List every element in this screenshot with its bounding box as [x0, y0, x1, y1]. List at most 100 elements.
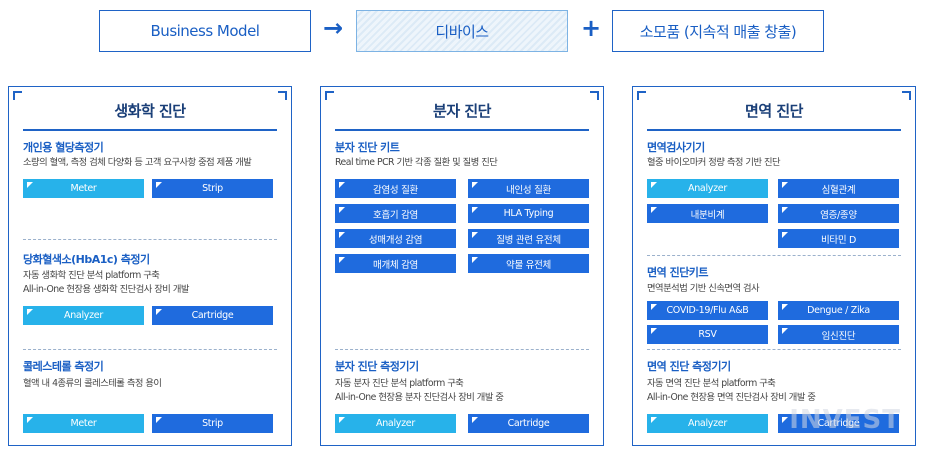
- chip-disease-genome: 질병 관련 유전체: [468, 229, 589, 248]
- device-box: 디바이스: [356, 10, 568, 52]
- flag-icon: [782, 207, 788, 213]
- chip-strip: Strip: [152, 179, 273, 198]
- flag-icon: [651, 207, 657, 213]
- chip-label: 염증/종양: [820, 209, 857, 221]
- chip-label: Strip: [202, 418, 223, 429]
- chip-label: 질병 관련 유전체: [496, 234, 561, 246]
- chip-analyzer: Analyzer: [647, 179, 768, 198]
- section-divider: [335, 349, 589, 350]
- chip-pregnancy: 임신진단: [778, 325, 899, 344]
- chip-analyzer: Analyzer: [647, 414, 768, 433]
- flag-icon: [472, 182, 478, 188]
- chip-label: 비타민 D: [820, 234, 857, 246]
- section-desc: 소량의 혈액, 측정 검체 다양화 등 고객 요구사항 중점 제품 개발: [23, 157, 252, 168]
- flag-icon: [472, 207, 478, 213]
- chip-cartridge: Cartridge: [152, 306, 273, 325]
- section-desc: Real time PCR 기반 각종 질환 및 질병 진단: [335, 157, 498, 168]
- business-model-label: Business Model: [150, 22, 260, 40]
- chip-vector-borne: 매개체 감염: [335, 254, 456, 273]
- section-title: 분자 진단 키트: [335, 141, 400, 154]
- section-divider: [647, 255, 901, 256]
- flag-icon: [27, 417, 33, 423]
- section-title: 당화혈색소(HbA1c) 측정기: [23, 253, 150, 266]
- chip-label: Strip: [202, 183, 223, 194]
- section-desc: 자동 분자 진단 분석 platform 구축: [335, 378, 464, 389]
- section-divider: [23, 239, 277, 240]
- chip-label: Analyzer: [376, 418, 415, 429]
- chip-label: 내분비계: [690, 209, 725, 221]
- section-desc: 자동 생화학 진단 분석 platform 구축: [23, 270, 160, 281]
- chip-endogenous: 내인성 질환: [468, 179, 589, 198]
- chip-label: HLA Typing: [503, 208, 554, 219]
- flag-icon: [782, 417, 788, 423]
- section-title: 면역검사기기: [647, 141, 705, 154]
- chip-meter: Meter: [23, 179, 144, 198]
- chip-label: 매개체 감염: [373, 259, 418, 271]
- panel-divider: [23, 129, 277, 131]
- chip-respiratory: 호흡기 감염: [335, 204, 456, 223]
- section-desc: 혈액 내 4종류의 콜레스테롤 측정 용이: [23, 378, 162, 389]
- flag-icon: [339, 182, 345, 188]
- arrow-right-icon: →: [323, 14, 344, 42]
- section-divider: [23, 349, 277, 350]
- flag-icon: [339, 417, 345, 423]
- chip-label: RSV: [698, 329, 717, 340]
- chip-cartridge: Cartridge: [468, 414, 589, 433]
- panel-biochemical: 생화학 진단 개인용 혈당측정기 소량의 혈액, 측정 검체 다양화 등 고객 …: [8, 86, 292, 446]
- section-divider: [647, 349, 901, 350]
- section-title: 면역 진단 측정기기: [647, 360, 731, 373]
- flag-icon: [782, 328, 788, 334]
- chip-label: 감염성 질환: [373, 184, 418, 196]
- chip-pharmacogenome: 약물 유전체: [468, 254, 589, 273]
- chip-label: 호흡기 감염: [373, 209, 418, 221]
- section-desc: All-in-One 현장용 면역 진단검사 장비 개발 중: [647, 392, 816, 403]
- panel-title: 생화학 진단: [114, 102, 186, 120]
- panel-divider: [335, 129, 589, 131]
- chip-label: COVID-19/Flu A&B: [666, 305, 749, 316]
- chip-label: 심혈관계: [821, 184, 856, 196]
- chip-label: Meter: [70, 183, 97, 194]
- chip-label: Meter: [70, 418, 97, 429]
- flag-icon: [651, 304, 657, 310]
- chip-sti: 성매개성 감염: [335, 229, 456, 248]
- chip-endocrine: 내분비계: [647, 204, 768, 223]
- section-title: 개인용 혈당측정기: [23, 141, 104, 154]
- consumables-label: 소모품 (지속적 매출 창출): [639, 22, 797, 41]
- chip-label: 약물 유전체: [506, 259, 551, 271]
- flag-icon: [156, 309, 162, 315]
- chip-cardio: 심혈관계: [778, 179, 899, 198]
- flag-icon: [339, 232, 345, 238]
- chip-analyzer: Analyzer: [335, 414, 456, 433]
- flag-icon: [27, 309, 33, 315]
- flag-icon: [339, 207, 345, 213]
- plus-icon: +: [581, 14, 602, 42]
- section-title: 콜레스테롤 측정기: [23, 360, 104, 373]
- flag-icon: [651, 328, 657, 334]
- chip-label: Analyzer: [688, 418, 727, 429]
- flag-icon: [472, 232, 478, 238]
- section-desc: All-in-One 현장용 생화학 진단검사 장비 개발: [23, 284, 189, 295]
- chip-label: 내인성 질환: [506, 184, 551, 196]
- flag-icon: [782, 232, 788, 238]
- flag-icon: [651, 417, 657, 423]
- chip-cartridge: Cartridge: [778, 414, 899, 433]
- panel-title: 분자 진단: [433, 102, 491, 120]
- section-desc: 면역분석법 기반 신속면역 검사: [647, 283, 760, 294]
- panel-molecular: 분자 진단 분자 진단 키트 Real time PCR 기반 각종 질환 및 …: [320, 86, 604, 446]
- flag-icon: [472, 417, 478, 423]
- chip-analyzer: Analyzer: [23, 306, 144, 325]
- flag-icon: [156, 182, 162, 188]
- flag-icon: [782, 182, 788, 188]
- device-label: 디바이스: [435, 22, 489, 41]
- section-title: 분자 진단 측정기기: [335, 360, 419, 373]
- flag-icon: [339, 257, 345, 263]
- chip-label: Cartridge: [507, 418, 550, 429]
- section-desc: 혈중 바이오마커 정량 측정 기반 진단: [647, 157, 781, 168]
- section-desc: 자동 면역 진단 분석 platform 구축: [647, 378, 776, 389]
- watermark: INVEST: [789, 405, 901, 435]
- business-model-box: Business Model: [99, 10, 311, 52]
- flag-icon: [156, 417, 162, 423]
- chip-rsv: RSV: [647, 325, 768, 344]
- chip-label: Dengue / Zika: [807, 305, 870, 316]
- flag-icon: [472, 257, 478, 263]
